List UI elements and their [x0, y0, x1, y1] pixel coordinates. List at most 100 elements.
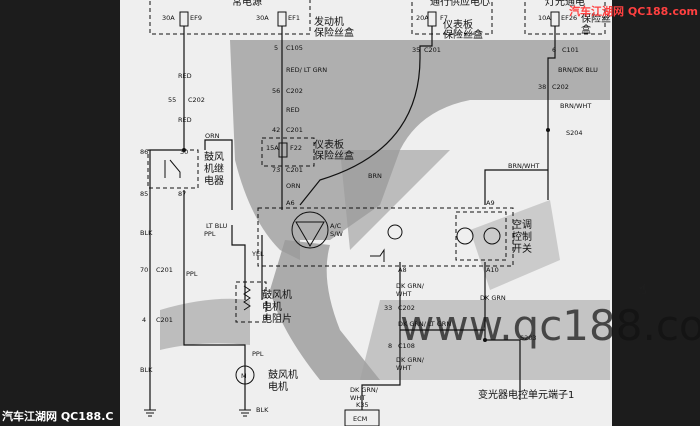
ac-control-lamp-2: [483, 227, 501, 245]
conn-s204: S204: [566, 129, 583, 137]
fuse-ef1-id: EF1: [288, 14, 300, 22]
ac-switch-label-1: A/C: [330, 222, 342, 230]
label-instrument-mid-1: 仪表板: [314, 138, 344, 151]
watermark-bottom-left: 汽车江湖网 QC188.C: [2, 410, 114, 423]
wire-label-ppl-1: PPL: [186, 270, 198, 278]
junction-s203: [483, 338, 487, 342]
wire-label-blk-1: BLK: [140, 229, 153, 237]
left-dark-border: [0, 0, 120, 426]
wire-label-yel: YEL: [251, 250, 264, 258]
blower-relay-outline: [147, 149, 199, 189]
conn-c201-f7: C201: [424, 46, 441, 54]
switch-assembly-outline: [257, 207, 514, 267]
label-engine-fuse-box-2: 保险丝盒: [314, 26, 354, 39]
relay-pin-87: 87: [178, 190, 186, 198]
blower-relay-label-1: 鼓风: [204, 150, 224, 163]
conn-c202m: C202: [398, 304, 415, 312]
conn-c201-l1: C201: [156, 266, 173, 274]
wire-label-ppl-2: PPL: [204, 230, 216, 238]
ac-indicator-lamp: [387, 224, 403, 240]
ac-control-label-3: 开关: [512, 242, 532, 255]
blower-relay-label-2: 机继: [204, 162, 224, 175]
blower-motor-label-2: 电机: [268, 380, 288, 393]
wire-label-brn: BRN: [368, 172, 382, 180]
conn-c101-pin: 6: [552, 46, 556, 54]
relay-pin-85: 85: [140, 190, 148, 198]
label-lamp-box-2: 盒: [581, 23, 591, 36]
hand-cursor-icon: ☝: [638, 282, 647, 298]
wire-label-dk-grn-wht-b: WHT: [396, 290, 411, 298]
conn-s203: S203: [520, 334, 537, 342]
wire-brn-wht: [484, 169, 548, 205]
wire-ppl: [183, 190, 246, 370]
conn-c202r: C202: [552, 83, 569, 91]
wire-label-dk-grn-wht2-b: WHT: [396, 364, 411, 372]
tcm-terminal-label: 变光器电控单元端子1: [478, 388, 574, 401]
conn-c202a: C202: [188, 96, 205, 104]
ac-control-inner-box: [455, 211, 507, 261]
wire-label-lt-blu: LT BLU: [206, 222, 228, 230]
wire-label-dk-grn-wht: DK GRN/: [396, 282, 425, 290]
wire-dk-grn-wht: [361, 262, 401, 410]
wire-label-brn-wht2: BRN/WHT: [508, 162, 539, 170]
wire-label-dk-grn-wht2: DK GRN/: [396, 356, 425, 364]
fuse-ef26-rating: 10A: [538, 14, 551, 22]
ground-left: [144, 409, 156, 417]
wire-label-blk-3: BLK: [256, 406, 269, 414]
conn-c201-l2: C201: [156, 316, 173, 324]
wire-label-dk-grn-wht3-b: WHT: [350, 394, 365, 402]
fuse-f7-id: F7: [440, 14, 448, 22]
conn-c201-f7-pin: 35: [412, 46, 420, 54]
ac-control-lamp-1: [456, 227, 474, 245]
right-dark-border: [612, 0, 700, 426]
blower-motor-label-1: 鼓风机: [268, 368, 298, 381]
ac-control-label-1: 空调: [512, 218, 532, 231]
label-ignition: 通行供应电心: [430, 0, 490, 8]
connector-k35: K35: [356, 401, 369, 409]
wire-label-red-3: RED: [286, 106, 300, 114]
blower-relay-label-3: 电器: [204, 174, 224, 187]
label-engine-fuse-box-1: 发动机: [314, 15, 344, 28]
wire-label-red-2: RED: [178, 116, 192, 124]
fuse-f22-symbol: [278, 142, 288, 158]
fuse-box-always-on: [149, 0, 311, 35]
ecm-box: [344, 409, 380, 426]
watermark-top-right: 汽车江湖网 QC188.com: [569, 5, 698, 18]
watermark-band-b: [340, 150, 450, 250]
wire-dk-grn-right: [484, 262, 521, 400]
conn-a6: A6: [286, 199, 295, 207]
wire-f7-feed: [419, 26, 433, 58]
relay-pin-86: 86: [140, 148, 148, 156]
conn-a9: A9: [486, 199, 495, 207]
ac-control-label-2: 控制: [512, 230, 532, 243]
blower-resistor-outline: [235, 281, 267, 323]
label-lamp-box-1: 保险丝: [581, 12, 611, 25]
conn-c202a-pin: 55: [168, 96, 176, 104]
conn-c202b: C202: [286, 87, 303, 95]
conn-c202b-pin: 56: [272, 87, 280, 95]
label-instrument-top-2: 保险丝盒: [443, 28, 483, 41]
watermark-band-c: [270, 240, 380, 380]
watermark-band-a: [230, 40, 610, 260]
wire-label-brn-dk-blu: BRN/DK BLU: [558, 66, 598, 74]
wire-orn: [204, 139, 233, 210]
fuse-ef26-id: EF26: [561, 14, 577, 22]
fuse-box-lamp: [524, 0, 606, 35]
junction-s204: [546, 128, 550, 132]
watermark-text-logo: www.qc188.com: [400, 301, 700, 350]
conn-c202r-pin: 38: [538, 83, 546, 91]
label-instrument-mid-2: 保险丝盒: [314, 149, 354, 162]
wire-lt-blu: [231, 225, 246, 300]
wire-label-blk-2: BLK: [140, 366, 153, 374]
conn-c202m-pin: 33: [384, 304, 392, 312]
conn-c108: C108: [398, 342, 415, 350]
conn-a8: A8: [398, 266, 407, 274]
fuse-f22-rating: 15A: [266, 144, 279, 152]
conn-c201a-pin: 42: [272, 126, 280, 134]
ground-motor: [239, 409, 251, 417]
wire-label-red-lt-grn: RED/ LT GRN: [286, 66, 327, 74]
wire-label-dk-grn-lt-grn: DK GRN/ LT GRN: [398, 320, 451, 328]
diode-symbol: [370, 248, 385, 262]
